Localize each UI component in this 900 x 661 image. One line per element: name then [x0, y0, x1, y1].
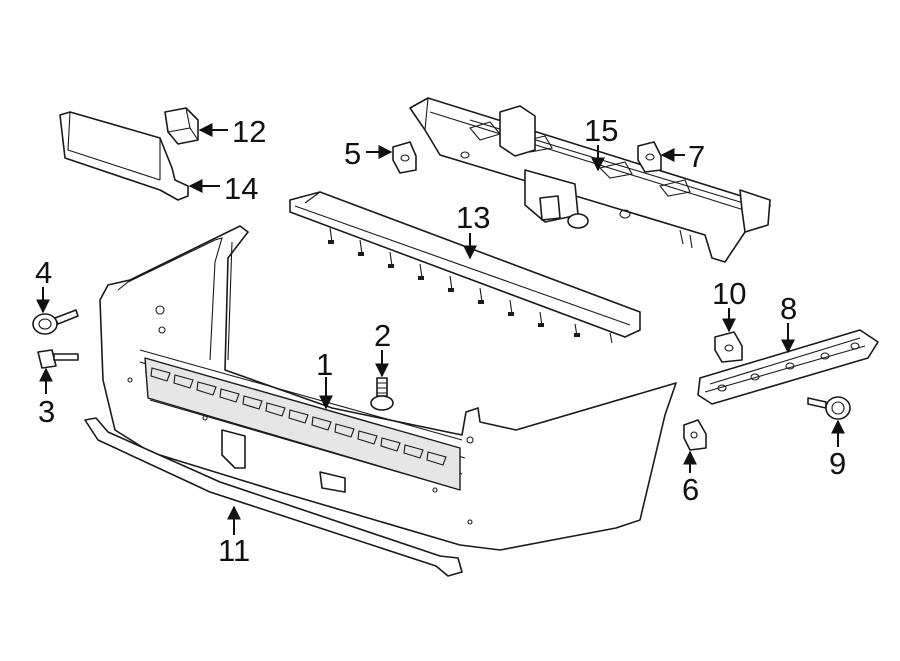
callout-labels: 1 2 3 4 5 6 7 8 9 10 11 12 13 14 15 [35, 113, 846, 568]
callout-4: 4 [35, 255, 52, 290]
callout-10: 10 [712, 276, 746, 311]
cover-clip [164, 107, 199, 145]
lower-trim-molding [84, 417, 463, 577]
bolt-4 [32, 309, 79, 335]
callout-8: 8 [780, 291, 797, 326]
bolt-2 [370, 377, 394, 411]
bolt-3 [37, 349, 79, 369]
callout-12: 12 [232, 114, 266, 149]
callout-7: 7 [688, 139, 705, 174]
callout-6: 6 [682, 472, 699, 507]
callout-13: 13 [456, 200, 490, 235]
callout-5: 5 [344, 136, 361, 171]
callout-3: 3 [38, 394, 55, 429]
callout-9: 9 [829, 446, 846, 481]
callout-2: 2 [374, 318, 391, 353]
callout-1: 1 [316, 347, 333, 382]
impact-bar-reinforcement [409, 97, 771, 263]
retainer-nut-6 [683, 419, 707, 451]
retainer-nut-5 [392, 141, 417, 174]
retainer-nut-10 [714, 331, 743, 363]
bumper-fascia [99, 225, 677, 551]
side-bracket [697, 329, 879, 405]
callout-15: 15 [584, 113, 618, 148]
step-pad-cover [59, 111, 189, 201]
energy-absorber [289, 191, 641, 344]
callout-14: 14 [224, 171, 258, 206]
leader-lines [36, 123, 845, 535]
bolt-9 [807, 396, 851, 420]
callout-11: 11 [218, 533, 250, 568]
retainer-nut-7 [637, 141, 662, 173]
